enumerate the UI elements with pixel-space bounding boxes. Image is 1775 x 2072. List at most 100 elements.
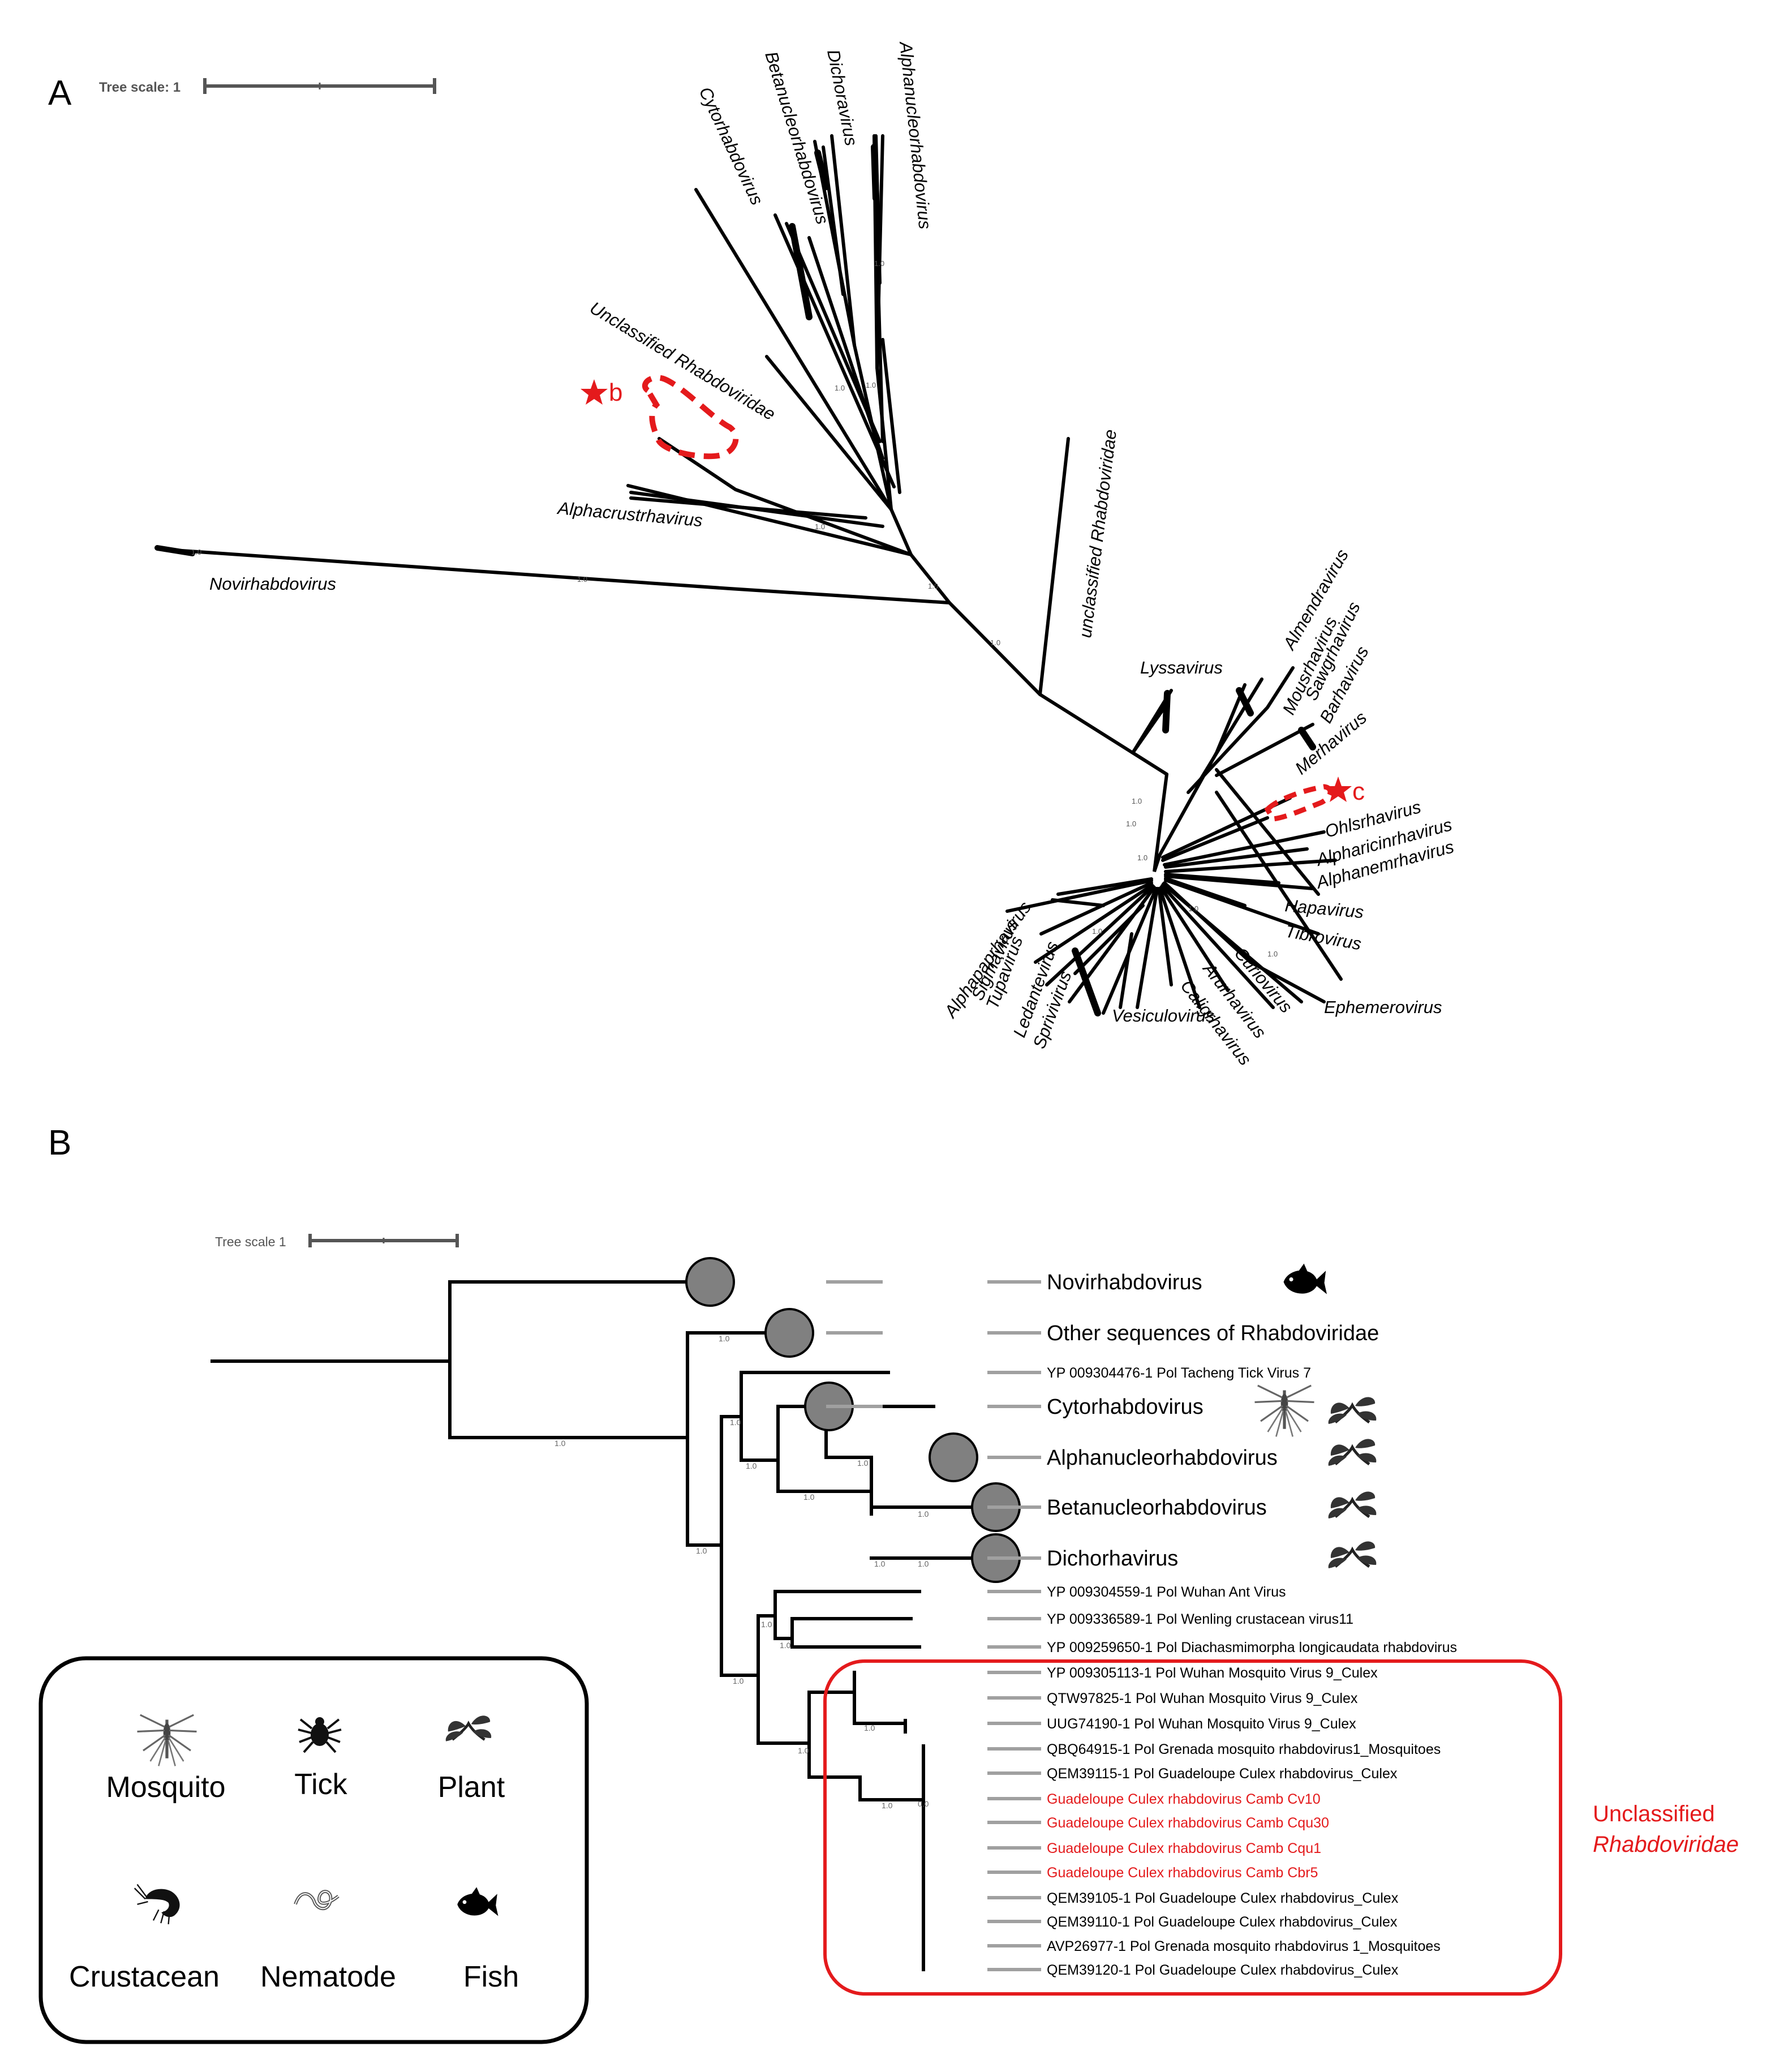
highlight-b: b [581,375,739,460]
leaf-label: Novirhabdovirus [1047,1271,1202,1294]
leaf-label: YP 009305113-1 Pol Wuhan Mosquito Virus … [1047,1665,1378,1681]
clade-label: Betanucleorhabdovirus [761,49,832,226]
leaf-label: YP 009336589-1 Pol Wenling crustacean vi… [1047,1611,1353,1627]
svg-text:0.0: 0.0 [918,1799,929,1808]
legend-label: Plant [438,1771,505,1804]
marker-b-label: b [609,379,622,406]
leaf-label: QTW97825-1 Pol Wuhan Mosquito Virus 9_Cu… [1047,1691,1358,1706]
leader-lines [826,1280,1041,1971]
star-icon [1325,777,1352,802]
group-label-line2: Rhabdoviridae [1593,1832,1739,1857]
star-icon [581,379,608,405]
svg-text:1.0: 1.0 [577,575,587,584]
plant-icon [1329,1541,1377,1568]
clade-label: Hapavirus [1284,895,1364,922]
svg-text:1.0: 1.0 [1126,820,1136,828]
svg-text:1.0: 1.0 [555,1439,566,1448]
panel-a-letter: A [48,74,72,113]
plant-icon [446,1715,491,1741]
tick-icon [297,1716,342,1753]
svg-text:1.0: 1.0 [696,1546,707,1555]
leaf-label: Alphanucleorhabdovirus [1047,1446,1278,1470]
svg-text:1.0: 1.0 [733,1676,744,1685]
clade-label: Alphanucleorhabdovirus [896,40,935,230]
clade-label: Vesiculovirus [1112,1006,1214,1026]
leaf-label: QEM39115-1 Pol Guadeloupe Culex rhabdovi… [1047,1766,1398,1782]
svg-text:1.0: 1.0 [918,1559,929,1568]
svg-text:1.0: 1.0 [1137,853,1147,862]
svg-text:1.0: 1.0 [874,1559,886,1568]
legend-label: Fish [463,1961,519,1993]
panel-a-scale-label: Tree scale: 1 [99,80,180,95]
leaf-label-highlighted: Guadeloupe Culex rhabdovirus Camb Cqu1 [1047,1841,1321,1856]
legend-label: Tick [294,1768,347,1801]
svg-text:1.0: 1.0 [191,548,201,556]
clade-label: Dichoravirus [823,48,861,148]
leaf-label: QBQ64915-1 Pol Grenada mosquito rhabdovi… [1047,1741,1441,1757]
leaf-labels: Novirhabdovirus Other sequences of Rhabd… [1047,1271,1457,1978]
clade-thick-bars [789,144,1316,1016]
panel-b-support-values: 1.0 1.0 1.0 1.0 1.0 1.0 1.0 1.0 1.0 1.0 … [555,1334,929,1810]
svg-text:1.0: 1.0 [1092,927,1102,936]
leaf-label: QEM39110-1 Pol Guadeloupe Culex rhabdovi… [1047,1914,1398,1930]
rooted-tree-branches [210,1280,998,1971]
legend-label: Crustacean [69,1961,220,1993]
svg-text:1.0: 1.0 [874,259,884,268]
svg-text:1.0: 1.0 [864,1723,875,1732]
panel-b-letter: B [48,1123,71,1162]
svg-text:1.0: 1.0 [835,384,845,392]
plant-icon [1329,1491,1377,1518]
svg-text:1.0: 1.0 [719,1334,730,1343]
leaf-label: YP 009304476-1 Pol Tacheng Tick Virus 7 [1047,1365,1311,1381]
svg-text:1.0: 1.0 [918,1509,929,1518]
leaf-label: QEM39120-1 Pol Guadeloupe Culex rhabdovi… [1047,1962,1399,1978]
plant-icon [1329,1397,1377,1424]
svg-text:1.0: 1.0 [761,1620,772,1629]
fish-icon [1283,1263,1327,1294]
leaf-label: QEM39105-1 Pol Guadeloupe Culex rhabdovi… [1047,1890,1399,1906]
svg-text:1.0: 1.0 [798,1746,809,1755]
panel-a-support-values: 1.0 1.0 1.0 1.0 1.0 1.0 1.0 1.0 1.0 1.0 … [191,259,1278,958]
host-legend: Mosquito Tick Plant Crustacean Nematode … [38,1656,589,2044]
svg-text:1.0: 1.0 [990,638,1000,647]
svg-text:1.0: 1.0 [857,1458,869,1468]
panel-b-scale-label: Tree scale 1 [215,1234,286,1249]
fish-icon [457,1887,498,1916]
leaf-label: YP 009304559-1 Pol Wuhan Ant Virus [1047,1584,1286,1600]
leaf-label: YP 009259650-1 Pol Diachasmimorpha longi… [1047,1640,1457,1655]
leaf-label: Cytorhabdovirus [1047,1395,1204,1419]
svg-text:1.0: 1.0 [928,582,938,590]
leaf-label: Other sequences of Rhabdoviridae [1047,1322,1379,1345]
svg-text:1.0: 1.0 [1267,950,1278,958]
clade-label: Novirhabdovirus [209,574,336,594]
highlight-c: c [1264,777,1365,822]
clade-label: Cytorhabdovirus [695,84,767,208]
panel-a-clade-labels: Novirhabdovirus Alphacrustrhavirus Uncla… [209,40,1456,1069]
marker-c-label: c [1352,778,1365,805]
crustacean-icon [134,1884,180,1925]
leaf-label-highlighted: Guadeloupe Culex rhabdovirus Camb Cv10 [1047,1791,1321,1807]
svg-text:1.0: 1.0 [1132,797,1142,805]
svg-text:1.0: 1.0 [882,1801,893,1810]
mosquito-icon [1255,1385,1314,1436]
leaf-label: UUG74190-1 Pol Wuhan Mosquito Virus 9_Cu… [1047,1716,1356,1732]
svg-text:1.0: 1.0 [730,1418,741,1427]
clade-label: Tibrovirus [1284,921,1363,954]
svg-text:1.0: 1.0 [803,1492,815,1502]
legend-label: Nematode [260,1961,396,1993]
svg-text:1.0: 1.0 [746,1461,757,1470]
panel-a-scale-bar [203,78,436,94]
leaf-label-highlighted: Guadeloupe Culex rhabdovirus Camb Cqu30 [1047,1815,1329,1831]
plant-icon [1329,1439,1377,1466]
svg-text:1.0: 1.0 [815,522,825,531]
leaf-label-highlighted: Guadeloupe Culex rhabdovirus Camb Cbr5 [1047,1865,1318,1881]
svg-text:1.0: 1.0 [1188,904,1198,913]
clade-label: unclassified Rhabdoviridae [1075,428,1120,639]
legend-label: Mosquito [106,1771,226,1804]
svg-text:1.0: 1.0 [780,1641,791,1650]
mosquito-icon [137,1715,197,1766]
group-label-line1: Unclassified [1593,1801,1715,1826]
clade-label: Ephemerovirus [1324,997,1442,1017]
panel-b: B Tree scale 1 [38,1123,1739,2044]
